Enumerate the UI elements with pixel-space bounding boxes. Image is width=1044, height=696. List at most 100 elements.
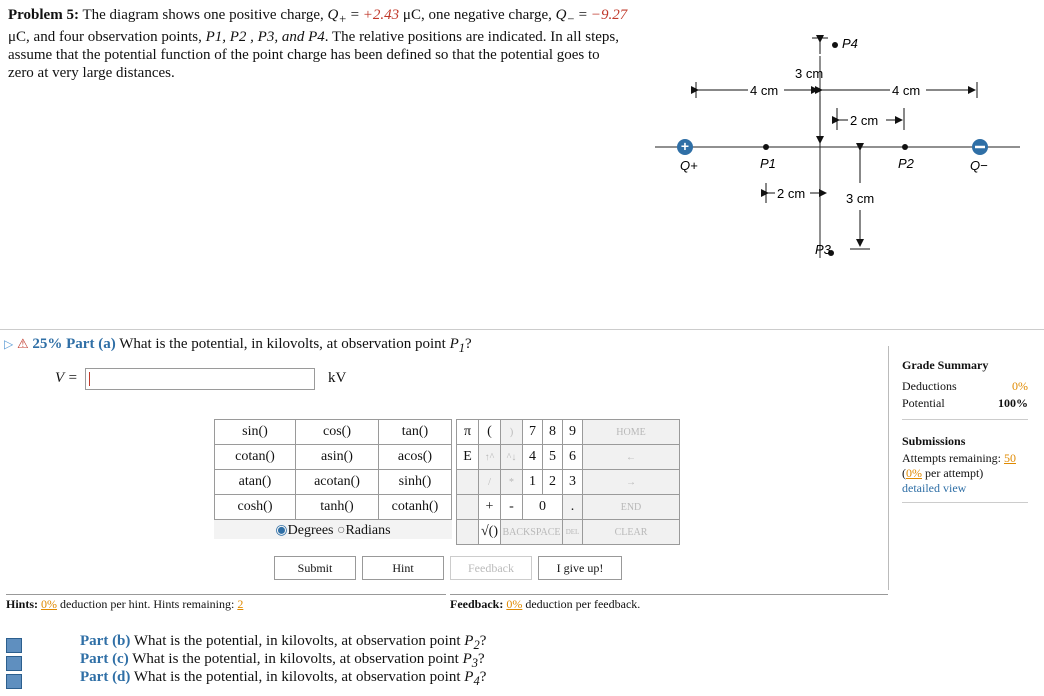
label-p3: P3 bbox=[815, 242, 832, 257]
key-7[interactable]: 7 bbox=[522, 419, 543, 445]
feedback-button[interactable]: Feedback bbox=[450, 556, 532, 580]
warning-icon: ⚠ bbox=[16, 336, 29, 351]
equals: = bbox=[346, 7, 363, 23]
key-1[interactable]: 1 bbox=[522, 469, 543, 495]
part-d-line[interactable]: Part (d) What is the potential, in kilov… bbox=[80, 669, 487, 688]
key-down[interactable]: ^↓ bbox=[500, 444, 523, 470]
key-lparen[interactable]: ( bbox=[478, 419, 501, 445]
qminus-symbol: Q− bbox=[555, 7, 575, 26]
label-p1: P1 bbox=[760, 156, 776, 171]
key-slash[interactable]: / bbox=[478, 469, 501, 495]
feedback-row: Feedback: 0% deduction per feedback. bbox=[450, 594, 888, 612]
key-e[interactable]: E bbox=[456, 444, 479, 470]
problem-text: The diagram shows one positive charge, bbox=[82, 7, 324, 23]
feedback-text: deduction per feedback. bbox=[525, 597, 641, 611]
numeric-keypad: π ( ) 7 8 9 HOME E ↑^ ^↓ 4 5 6 ← / * 1 2… bbox=[456, 419, 680, 545]
key-sqrt[interactable]: √() bbox=[478, 519, 501, 545]
key-3[interactable]: 3 bbox=[562, 469, 583, 495]
key-star[interactable]: * bbox=[500, 469, 523, 495]
angle-mode: ◉Degrees ○Radians bbox=[214, 522, 452, 539]
key-del[interactable]: DEL bbox=[562, 519, 583, 545]
problem-text: , and four observation points, bbox=[26, 29, 202, 45]
key-clear[interactable]: CLEAR bbox=[582, 519, 680, 545]
key-0[interactable]: 0 bbox=[522, 494, 563, 520]
detailed-view-link[interactable]: detailed view bbox=[902, 481, 967, 495]
part-b-icon[interactable] bbox=[6, 638, 22, 653]
key-4[interactable]: 4 bbox=[522, 444, 543, 470]
point-p3 bbox=[828, 250, 834, 256]
part-c-line[interactable]: Part (c) What is the potential, in kilov… bbox=[80, 651, 485, 670]
feedback-label: Feedback: bbox=[450, 597, 504, 611]
key-sinh[interactable]: sinh() bbox=[378, 469, 452, 495]
label-qplus: Q+ bbox=[680, 158, 698, 173]
key-cos[interactable]: cos() bbox=[295, 419, 379, 445]
attempts-row: Attempts remaining: 50 bbox=[902, 451, 1016, 465]
degrees-radio[interactable]: ◉ bbox=[275, 523, 288, 538]
panel-divider bbox=[888, 346, 889, 590]
feedback-pct: 0% bbox=[506, 597, 523, 611]
label-3cm-top: 3 cm bbox=[795, 66, 823, 81]
key-2[interactable]: 2 bbox=[542, 469, 563, 495]
problem-statement: Problem 5: The diagram shows one positiv… bbox=[8, 6, 628, 82]
svg-text:+: + bbox=[681, 138, 689, 154]
radians-radio[interactable]: ○ bbox=[337, 523, 346, 538]
key-6[interactable]: 6 bbox=[562, 444, 583, 470]
part-a-question: What is the potential, in kilovolts, at … bbox=[119, 336, 446, 352]
key-acotan[interactable]: acotan() bbox=[295, 469, 379, 495]
part-b-line[interactable]: Part (b) What is the potential, in kilov… bbox=[80, 633, 487, 652]
key-rparen[interactable]: ) bbox=[500, 419, 523, 445]
give-up-button[interactable]: I give up! bbox=[538, 556, 622, 580]
key-end[interactable]: END bbox=[582, 494, 680, 520]
submissions-title: Submissions bbox=[902, 434, 966, 448]
hints-pct: 0% bbox=[41, 597, 58, 611]
key-back[interactable]: ← bbox=[582, 444, 680, 470]
key-sin[interactable]: sin() bbox=[214, 419, 296, 445]
hints-row: Hints: 0% deduction per hint. Hints rema… bbox=[6, 594, 446, 612]
grade-title: Grade Summary bbox=[902, 358, 989, 372]
part-d-icon[interactable] bbox=[6, 674, 22, 689]
key-9[interactable]: 9 bbox=[562, 419, 583, 445]
key-cotan[interactable]: cotan() bbox=[214, 444, 296, 470]
key-cotanh[interactable]: cotanh() bbox=[378, 494, 452, 520]
key-dot[interactable]: . bbox=[562, 494, 583, 520]
key-asin[interactable]: asin() bbox=[295, 444, 379, 470]
key-forward[interactable]: → bbox=[582, 469, 680, 495]
label-p2: P2 bbox=[898, 156, 915, 171]
key-acos[interactable]: acos() bbox=[378, 444, 452, 470]
part-a-point: P1 bbox=[449, 336, 465, 355]
key-cosh[interactable]: cosh() bbox=[214, 494, 296, 520]
hint-button[interactable]: Hint bbox=[362, 556, 444, 580]
label-p4: P4 bbox=[842, 36, 858, 51]
label-2cm-top: 2 cm bbox=[850, 113, 878, 128]
per-attempt-row: (0% per attempt) bbox=[902, 466, 984, 480]
key-atan[interactable]: atan() bbox=[214, 469, 296, 495]
hints-label: Hints: bbox=[6, 597, 39, 611]
part-c-icon[interactable] bbox=[6, 656, 22, 671]
label-4cm-right: 4 cm bbox=[892, 83, 920, 98]
key-backspace[interactable]: BACKSPACE bbox=[500, 519, 563, 545]
label-2cm-bottom: 2 cm bbox=[777, 186, 805, 201]
answer-input[interactable] bbox=[85, 368, 315, 390]
qminus-value: −9.27 bbox=[590, 7, 628, 23]
key-tan[interactable]: tan() bbox=[378, 419, 452, 445]
key-blank bbox=[456, 469, 479, 495]
charge-diagram: + Q+ Q− P1 P2 P3 P4 4 cm 4 cm 3 cm 2 cm … bbox=[655, 35, 1020, 258]
key-tanh[interactable]: tanh() bbox=[295, 494, 379, 520]
expand-arrow-icon[interactable]: ▷ bbox=[4, 337, 14, 351]
degrees-label: Degrees bbox=[287, 523, 334, 538]
problem-text: . The relative positions are indicated. … bbox=[8, 29, 619, 81]
answer-variable: V = bbox=[55, 370, 78, 386]
points-list: P1, P2 , P3, and P4 bbox=[205, 29, 325, 45]
key-plus[interactable]: + bbox=[478, 494, 501, 520]
submit-button[interactable]: Submit bbox=[274, 556, 356, 580]
key-5[interactable]: 5 bbox=[542, 444, 563, 470]
key-8[interactable]: 8 bbox=[542, 419, 563, 445]
hints-remaining: 2 bbox=[237, 597, 244, 611]
point-p4 bbox=[832, 42, 838, 48]
key-home[interactable]: HOME bbox=[582, 419, 680, 445]
problem-title: Problem 5: bbox=[8, 7, 79, 23]
key-up[interactable]: ↑^ bbox=[478, 444, 501, 470]
key-pi[interactable]: π bbox=[456, 419, 479, 445]
key-minus[interactable]: - bbox=[500, 494, 523, 520]
point-p2 bbox=[902, 144, 908, 150]
